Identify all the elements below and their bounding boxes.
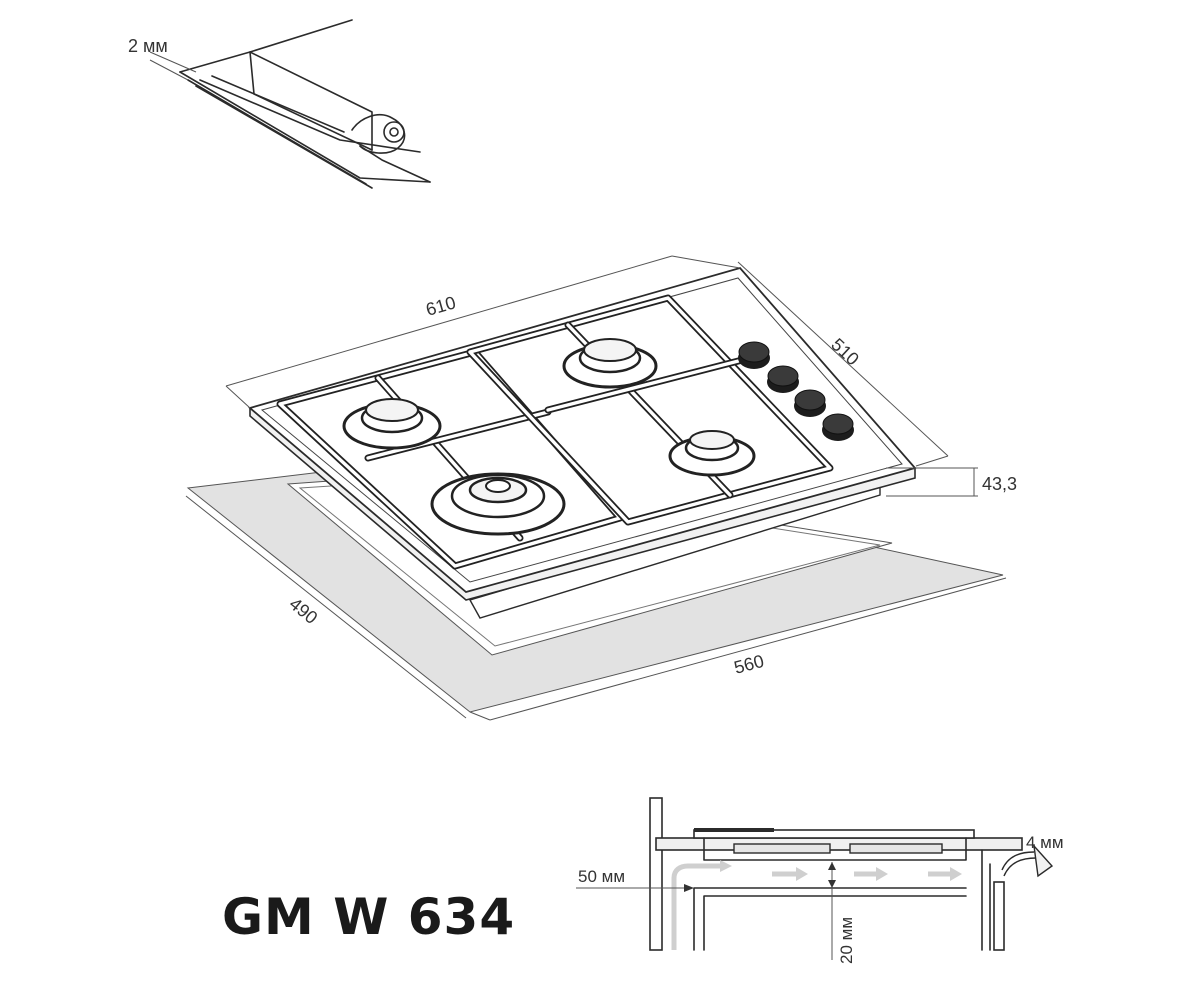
vent-exit-arrow	[1001, 843, 1054, 878]
hob-depth-label: 510	[827, 334, 863, 369]
knob-2	[767, 365, 799, 393]
hob-width-label: 610	[424, 292, 458, 320]
burner-rear-right	[562, 338, 658, 389]
burner-front-right	[668, 430, 756, 477]
vent-gap-label: 4 мм	[1026, 833, 1064, 852]
burner-front-left	[430, 472, 566, 536]
burner-rear-left	[342, 398, 442, 450]
bottom-gap-label: 20 мм	[837, 917, 856, 964]
dim-height-43: 43,3	[886, 467, 1017, 497]
cutout-width-label: 560	[732, 651, 766, 678]
side-gap-label: 50 мм	[578, 867, 625, 886]
seal-thickness-label: 2 мм	[128, 36, 168, 56]
airflow-arrow-2	[854, 867, 888, 881]
control-knobs	[738, 341, 854, 441]
knob-3	[794, 389, 826, 417]
hob-height-label: 43,3	[982, 474, 1017, 494]
seal-detail: 2 мм	[128, 19, 431, 189]
knob-4	[822, 413, 854, 441]
airflow-arrow-1	[772, 867, 808, 881]
cross-section: 50 мм 20 мм 4 мм	[576, 797, 1064, 964]
model-name: GM W 634	[222, 888, 516, 946]
knob-1	[738, 341, 770, 369]
airflow-arrow-3	[928, 867, 962, 881]
